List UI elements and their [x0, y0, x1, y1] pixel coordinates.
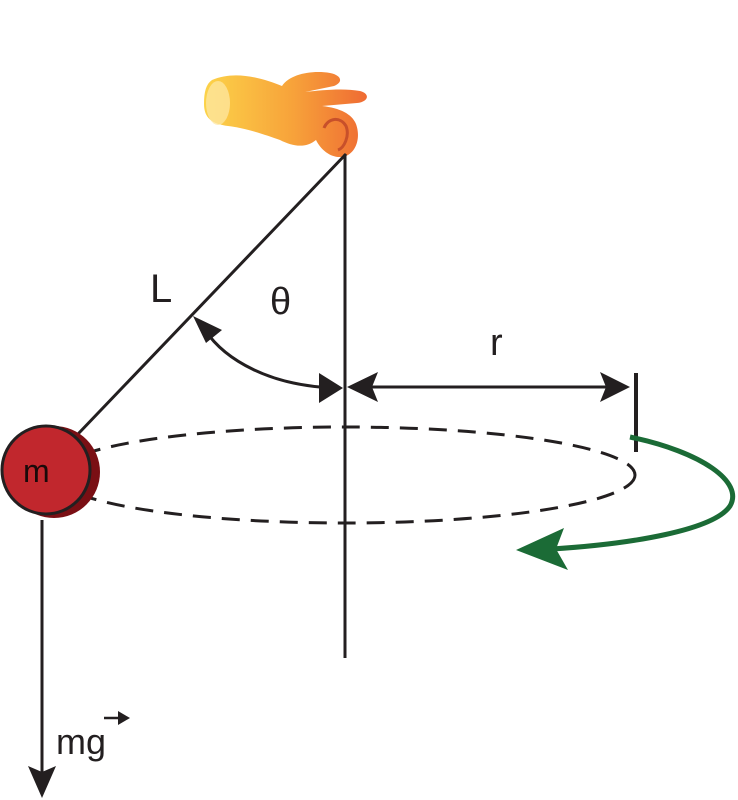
radius-arrow [347, 372, 638, 452]
weight-label: mg [56, 721, 106, 762]
weight-arrow [28, 520, 56, 798]
string-line [76, 152, 348, 436]
curved-arrow-icon [516, 434, 736, 570]
angle-label: θ [270, 281, 291, 323]
angle-arc [193, 316, 343, 403]
vector-arrow-icon [104, 711, 130, 725]
circular-path [53, 425, 637, 525]
length-label: L [150, 267, 172, 311]
mass-bob [0, 424, 100, 518]
radius-label: r [490, 322, 503, 364]
hand-pinch-icon [204, 72, 367, 158]
mass-label: m [23, 453, 50, 489]
